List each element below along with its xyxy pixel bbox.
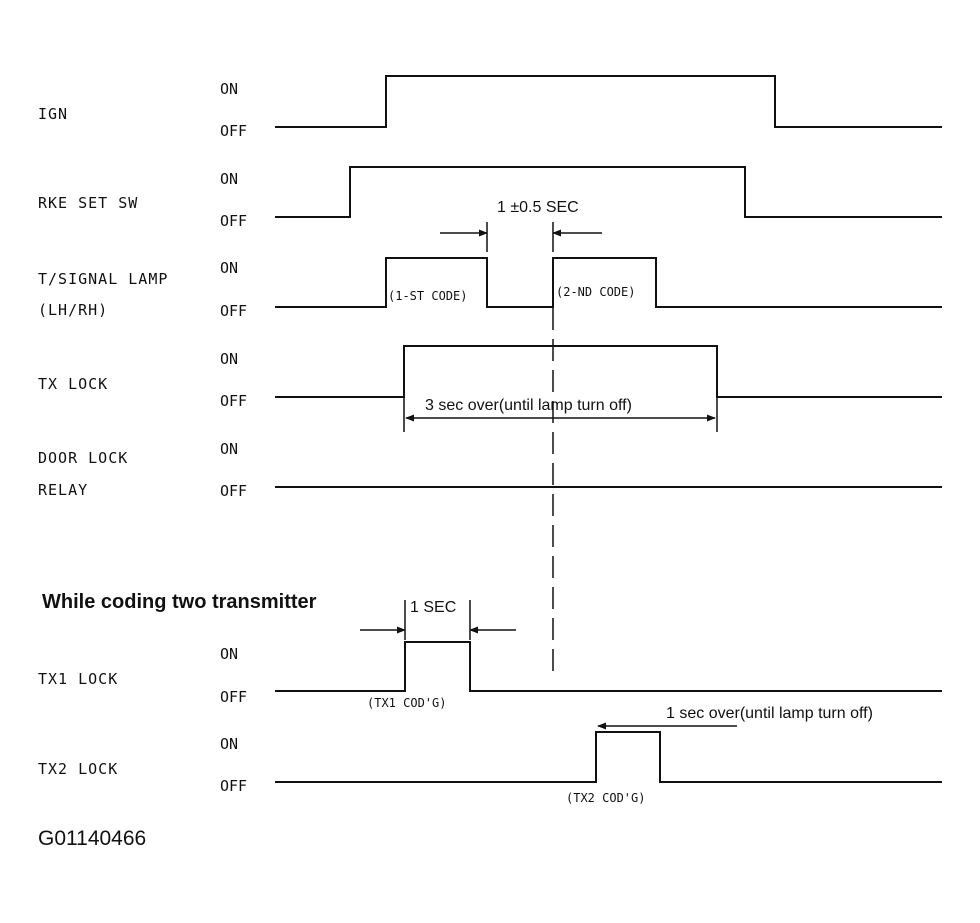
signal-label-door-lock-sub: RELAY: [38, 481, 88, 499]
on-label: ON: [220, 80, 238, 98]
on-label: ON: [220, 259, 238, 277]
waveform-tx1-lock: [275, 641, 942, 692]
signal-label-tx-lock: TX LOCK: [38, 375, 108, 393]
first-code-label: (1-ST CODE): [388, 289, 467, 303]
on-label: ON: [220, 440, 238, 458]
figure-id: G01140466: [38, 827, 146, 850]
section-heading: While coding two transmitter: [42, 591, 317, 613]
off-label: OFF: [220, 302, 247, 320]
off-label: OFF: [220, 777, 247, 795]
tx2-code-label: (TX2 COD'G): [566, 791, 645, 805]
on-label: ON: [220, 350, 238, 368]
waveform-t-signal-lamp: [275, 257, 942, 308]
on-label: ON: [220, 170, 238, 188]
signal-label-t-signal-lamp-sub: (LH/RH): [38, 301, 108, 319]
signal-label-t-signal-lamp: T/SIGNAL LAMP: [38, 270, 168, 288]
waveform-ign: [275, 75, 942, 128]
signal-label-ign: IGN: [38, 105, 68, 123]
waveform-tx2-lock: [275, 731, 942, 783]
tx1-duration-label: 1 SEC: [410, 599, 456, 616]
on-label: ON: [220, 645, 238, 663]
signal-label-door-lock: DOOR LOCK: [38, 449, 128, 467]
waveform-rke-set-sw: [275, 166, 942, 218]
waveform-tx-lock: [275, 345, 942, 398]
tx1-code-label: (TX1 COD'G): [367, 696, 446, 710]
signal-label-rke-set-sw: RKE SET SW: [38, 194, 138, 212]
tx-lock-duration-label: 3 sec over(until lamp turn off): [425, 397, 632, 414]
signal-label-tx2-lock: TX2 LOCK: [38, 760, 118, 778]
tx2-duration-label: 1 sec over(until lamp turn off): [666, 705, 873, 722]
off-label: OFF: [220, 482, 247, 500]
off-label: OFF: [220, 212, 247, 230]
off-label: OFF: [220, 688, 247, 706]
signal-label-tx1-lock: TX1 LOCK: [38, 670, 118, 688]
second-code-label: (2-ND CODE): [556, 285, 635, 299]
interval-label: 1 ±0.5 SEC: [497, 199, 579, 216]
on-label: ON: [220, 735, 238, 753]
off-label: OFF: [220, 122, 247, 140]
off-label: OFF: [220, 392, 247, 410]
